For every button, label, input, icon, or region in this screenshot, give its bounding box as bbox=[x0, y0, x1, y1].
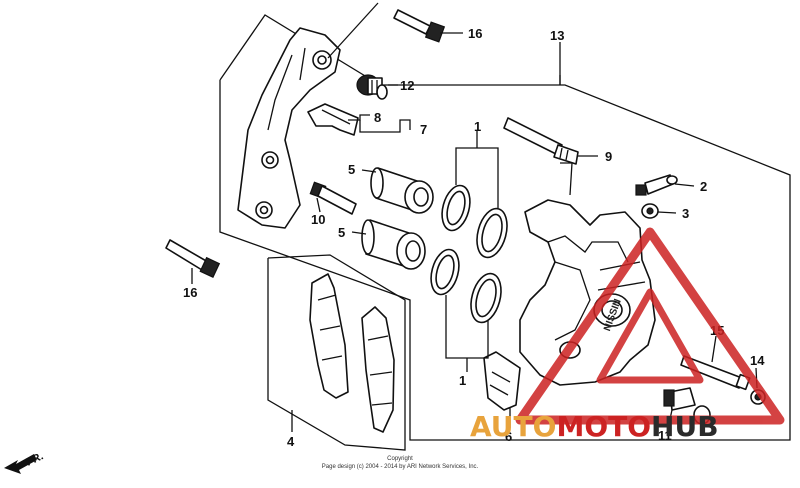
bolt-16-lower bbox=[165, 239, 221, 279]
callout-8: 8 bbox=[374, 110, 381, 125]
pin-15 bbox=[680, 355, 751, 391]
callout-11: 11 bbox=[658, 428, 672, 443]
boot-12 bbox=[356, 74, 388, 100]
copyright-line-1: Copyright bbox=[387, 456, 413, 462]
caliper-body bbox=[519, 199, 656, 386]
callout-1-upper: 1 bbox=[474, 119, 481, 134]
callout-4: 4 bbox=[287, 434, 295, 449]
pad-spring-8 bbox=[307, 103, 359, 136]
callout-3: 3 bbox=[682, 206, 689, 221]
pad-set-frame-4 bbox=[267, 254, 406, 451]
callout-1-lower: 1 bbox=[459, 373, 466, 388]
pad-retainer-6 bbox=[483, 351, 521, 411]
pin-9 bbox=[503, 117, 579, 165]
piston-upper-5 bbox=[370, 167, 434, 214]
bleeder-screw-2 bbox=[635, 174, 678, 196]
forward-arrow-icon bbox=[4, 454, 37, 474]
watermark-part-moto: MOTO bbox=[556, 410, 651, 443]
callout-2: 2 bbox=[700, 179, 707, 194]
callout-12: 12 bbox=[400, 78, 414, 93]
direction-label: FR. bbox=[24, 450, 45, 468]
watermark-part-auto: AUTO bbox=[470, 410, 556, 443]
caliper-bracket bbox=[237, 27, 341, 229]
watermark-logo bbox=[515, 227, 785, 425]
callout-10: 10 bbox=[311, 212, 325, 227]
copyright-line-2: Page design (c) 2004 - 2014 by ARI Netwo… bbox=[322, 464, 479, 470]
piston-lower-5 bbox=[361, 219, 426, 270]
callout-13: 13 bbox=[550, 28, 564, 43]
callout-14: 14 bbox=[750, 353, 765, 368]
brake-pad-left bbox=[309, 273, 349, 399]
brake-pad-right bbox=[361, 306, 395, 433]
bolt-16-upper bbox=[393, 9, 446, 43]
callout-6: 6 bbox=[505, 429, 512, 444]
watermark-part-hub: HUB bbox=[651, 410, 719, 443]
callout-5-lower: 5 bbox=[338, 225, 345, 240]
bolt-10 bbox=[309, 181, 357, 215]
callout-16-lower: 16 bbox=[183, 285, 197, 300]
piston-seals-1 bbox=[430, 184, 508, 324]
callout-16-upper: 16 bbox=[468, 26, 482, 41]
callout-7: 7 bbox=[420, 122, 427, 137]
callout-9: 9 bbox=[605, 149, 612, 164]
leader-lines bbox=[191, 2, 758, 432]
watermark-text: AUTOMOTOHUB bbox=[470, 410, 719, 443]
callout-5-upper: 5 bbox=[348, 162, 355, 177]
bleeder-cap-3 bbox=[641, 203, 659, 219]
